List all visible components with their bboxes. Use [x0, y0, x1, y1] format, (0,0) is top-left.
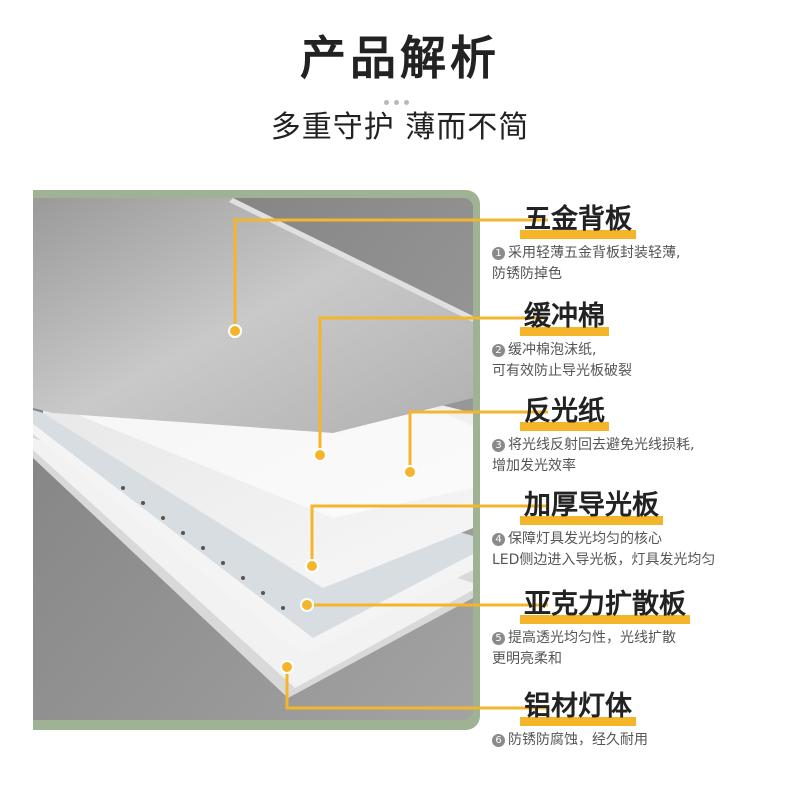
divider-dots: [384, 90, 416, 105]
layer-name: 缓冲棉: [520, 300, 609, 336]
layer-name: 反光纸: [520, 395, 609, 431]
page-title: 产品解析: [300, 31, 500, 85]
description-line: 防锈防腐蚀，经久耐用: [508, 732, 648, 748]
description-line: 保障灯具发光均匀的核心: [508, 531, 662, 547]
led-strip: [121, 486, 285, 610]
layer-name: 五金背板: [520, 203, 636, 239]
layer-name: 加厚导光板: [520, 489, 663, 525]
description-line: 防锈防掉色: [492, 266, 562, 282]
description-line: 将光线反射回去避免光线损耗,: [508, 437, 695, 453]
description-line: LED侧边进入导光板，灯具发光均匀: [492, 552, 716, 568]
description-line: 提高透光均匀性，光线扩散: [508, 630, 676, 646]
description-line: 可有效防止导光板破裂: [492, 363, 632, 379]
layer-name: 铝材灯体: [520, 690, 636, 726]
number-badge: 6: [492, 734, 505, 747]
description-line: 缓冲棉泡沫纸,: [508, 342, 597, 358]
number-badge: 2: [492, 344, 505, 357]
number-badge: 1: [492, 247, 505, 260]
number-badge: 5: [492, 632, 505, 645]
layer-name: 亚克力扩散板: [520, 588, 690, 624]
number-badge: 3: [492, 439, 505, 452]
number-badge: 4: [492, 533, 505, 546]
page-subtitle: 多重守护 薄而不简: [270, 110, 530, 145]
product-photo: [33, 198, 473, 720]
description-line: 采用轻薄五金背板封装轻薄,: [508, 245, 681, 261]
description-line: 增加发光效率: [492, 458, 576, 474]
panel-illustration: [33, 198, 473, 720]
description-line: 更明亮柔和: [492, 651, 562, 667]
